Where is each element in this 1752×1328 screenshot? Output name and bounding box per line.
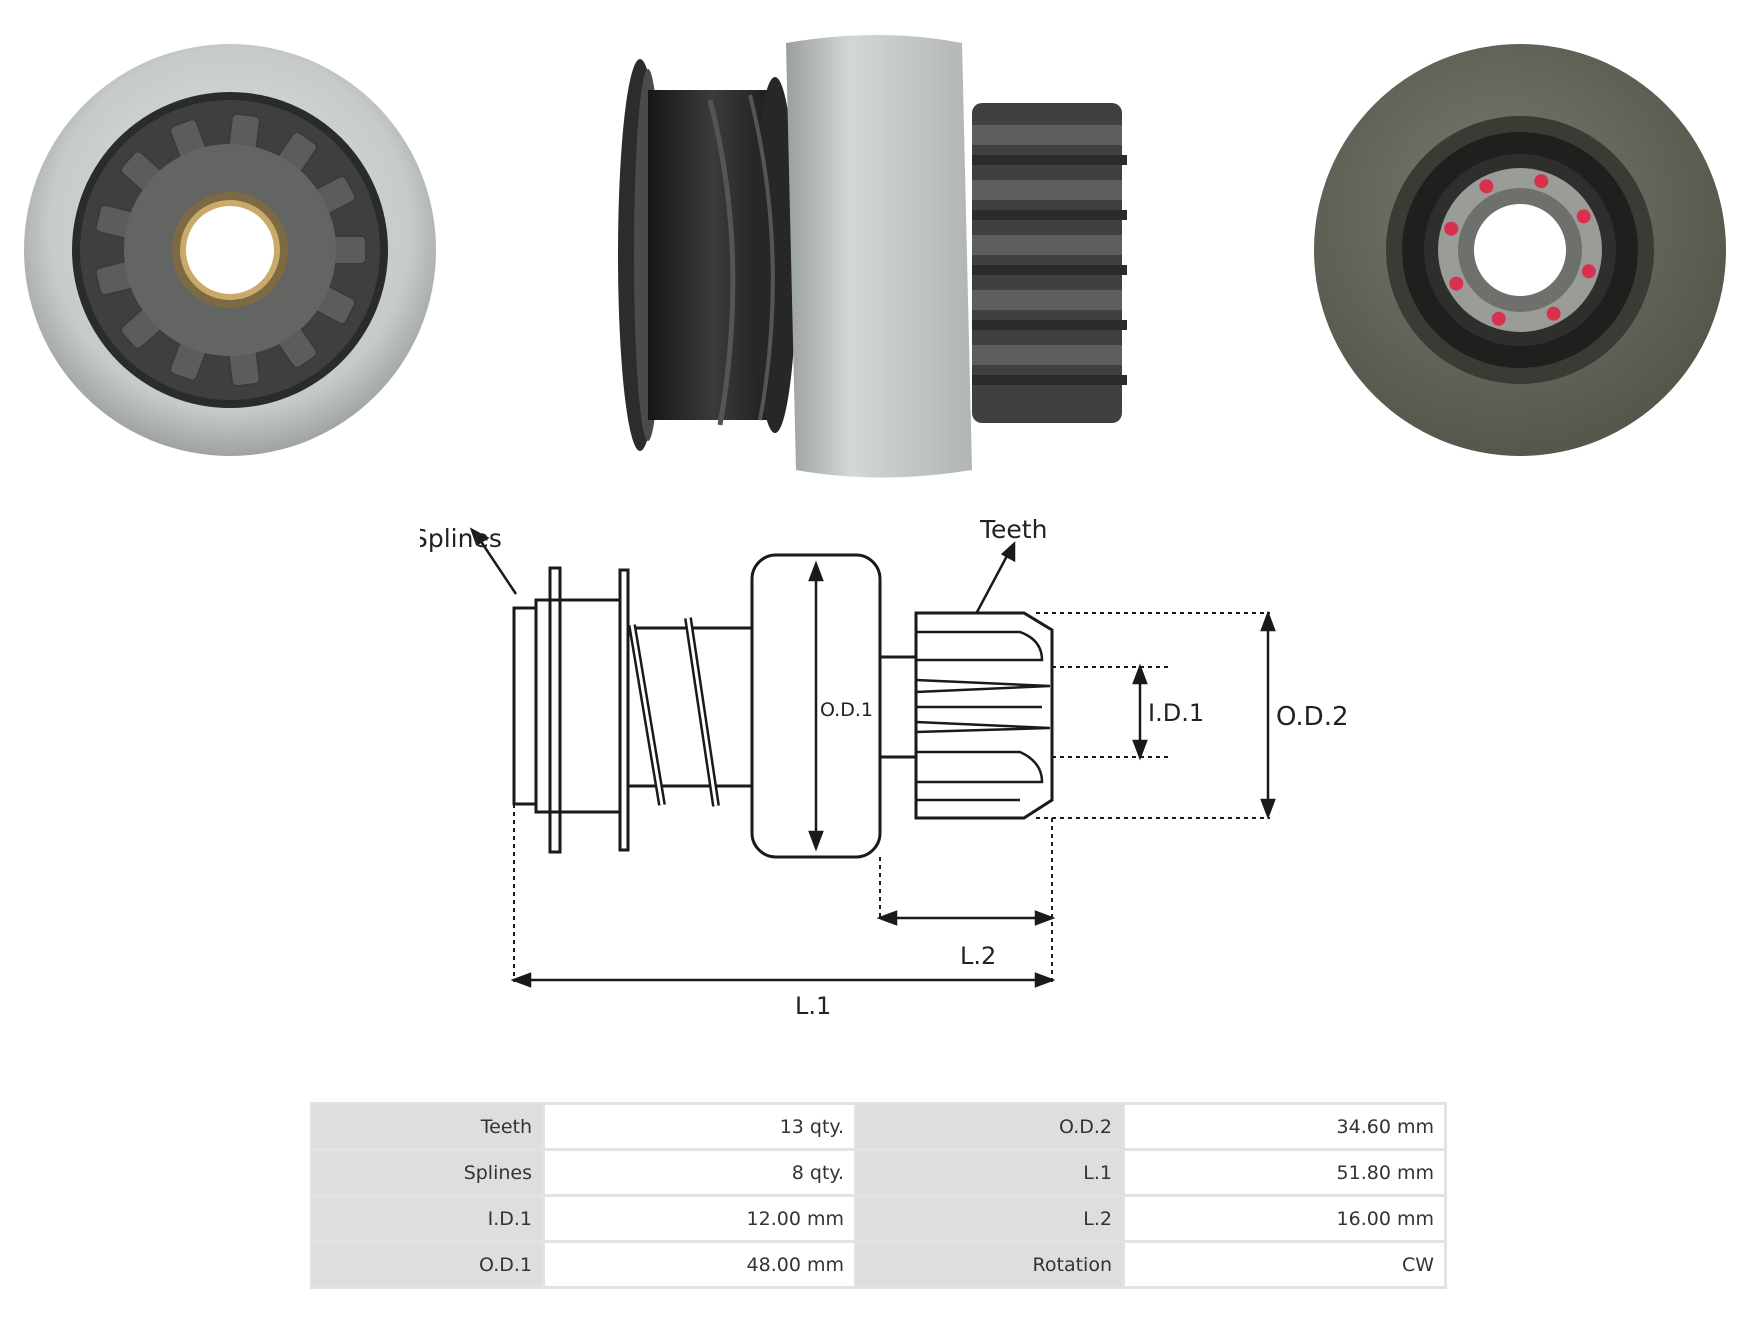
teeth-label: Teeth: [979, 515, 1047, 544]
spec-value: CW: [1125, 1243, 1444, 1286]
spec-value: 34.60 mm: [1125, 1105, 1444, 1148]
spec-value: 16.00 mm: [1125, 1197, 1444, 1240]
l1-label: L.1: [795, 992, 831, 1020]
od1-label: O.D.1: [820, 699, 873, 721]
id1-label: I.D.1: [1148, 699, 1204, 727]
spec-name: O.D.1: [313, 1243, 542, 1286]
splines-label: Splines: [420, 524, 502, 553]
spec-value: 12.00 mm: [545, 1197, 854, 1240]
spec-name: Splines: [313, 1151, 542, 1194]
drive-back-photo: [1314, 44, 1726, 456]
spec-name: L.2: [857, 1197, 1122, 1240]
drive-side-photo: [618, 35, 1127, 478]
spec-name: Teeth: [313, 1105, 542, 1148]
od2-label: O.D.2: [1276, 702, 1349, 732]
spec-value: 51.80 mm: [1125, 1151, 1444, 1194]
spec-value: 8 qty.: [545, 1151, 854, 1194]
spec-name: I.D.1: [313, 1197, 542, 1240]
spec-name: Rotation: [857, 1243, 1122, 1286]
dimension-diagram: Splines Teeth O.D.1 I.D.1 O.D.2 L.2 L.1: [420, 515, 1349, 1020]
l2-label: L.2: [960, 942, 996, 970]
spec-value: 13 qty.: [545, 1105, 854, 1148]
spec-name: L.1: [857, 1151, 1122, 1194]
drive-front-photo: [24, 44, 436, 456]
spec-name: O.D.2: [857, 1105, 1122, 1148]
spec-value: 48.00 mm: [545, 1243, 854, 1286]
